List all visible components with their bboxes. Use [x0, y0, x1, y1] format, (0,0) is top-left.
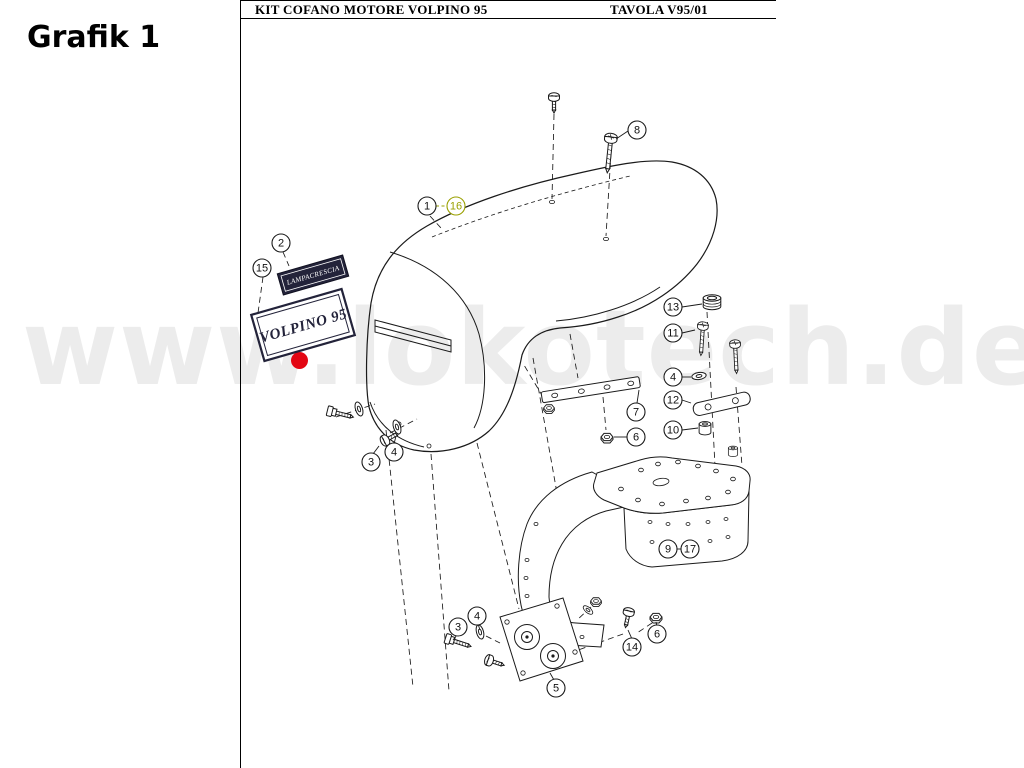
callout-4-right[interactable]: 4	[663, 367, 683, 387]
part-screw-right	[729, 339, 743, 375]
callout-6-lower[interactable]: 6	[647, 624, 667, 644]
callout-3-upper[interactable]: 3	[361, 452, 381, 472]
callout-3-upper-label: 3	[368, 457, 374, 469]
part-nut-plate7	[543, 404, 555, 414]
callout-4-right-label: 4	[670, 372, 676, 384]
callout-8-label: 8	[634, 125, 640, 137]
part-nut-6	[600, 432, 614, 444]
page-title: Grafik 1	[27, 20, 161, 55]
part-bushing-small	[727, 445, 739, 457]
callout-5[interactable]: 5	[546, 678, 566, 698]
part-screw-14	[619, 606, 636, 630]
panel-left-border	[240, 0, 241, 768]
part-hood	[365, 160, 718, 453]
watermark-text: www.lokotech.de	[22, 287, 1024, 409]
part-washer-4-lower	[474, 623, 486, 641]
callout-10[interactable]: 10	[663, 420, 683, 440]
callout-13-label: 13	[667, 302, 679, 314]
callout-1[interactable]: 1	[417, 196, 437, 216]
part-screw-11	[695, 321, 709, 357]
callout-6-lower-label: 6	[654, 629, 660, 641]
callout-1-label: 1	[424, 201, 430, 213]
badge-lampacrescia: LAMPACRESCIA	[276, 254, 350, 296]
callout-2[interactable]: 2	[271, 233, 291, 253]
callout-8[interactable]: 8	[627, 120, 647, 140]
part-screw-plate5	[482, 653, 507, 671]
callout-6-mid[interactable]: 6	[626, 427, 646, 447]
part-washer-upper	[352, 400, 366, 418]
header-divider	[240, 18, 776, 19]
callout-15-label: 15	[256, 263, 268, 275]
part-plate-7	[540, 376, 641, 404]
callout-16[interactable]: 16	[446, 196, 466, 216]
kit-title: KIT COFANO MOTORE VOLPINO 95	[255, 2, 488, 17]
part-washer-4-right	[690, 371, 708, 381]
callout-13[interactable]: 13	[663, 297, 683, 317]
part-screw-top	[548, 92, 560, 114]
callout-17-label: 17	[684, 544, 696, 556]
callout-4-lower[interactable]: 4	[467, 606, 487, 626]
callout-11[interactable]: 11	[663, 323, 683, 343]
callout-14[interactable]: 14	[622, 637, 642, 657]
callout-3-lower[interactable]: 3	[448, 617, 468, 637]
callout-12-label: 12	[667, 395, 679, 407]
callout-2-label: 2	[278, 238, 284, 250]
panel-top-border	[240, 0, 776, 1]
tavola-label: TAVOLA V95/01	[610, 2, 708, 17]
callout-9-label: 9	[665, 544, 671, 556]
callout-16-label: 16	[450, 201, 462, 213]
callout-3-lower-label: 3	[455, 622, 461, 634]
callout-4-lower-label: 4	[474, 611, 480, 623]
part-washer-4-upper	[390, 418, 404, 436]
callout-9[interactable]: 9	[658, 539, 678, 559]
callout-12[interactable]: 12	[663, 390, 683, 410]
callout-5-label: 5	[553, 683, 559, 695]
part-grommet-13	[702, 294, 722, 311]
part-plate-12	[692, 391, 751, 416]
callout-10-label: 10	[667, 425, 679, 437]
callout-4-upper-label: 4	[391, 447, 397, 459]
watermark-dot-icon	[291, 352, 308, 369]
part-nut-mid	[590, 597, 602, 607]
callout-7[interactable]: 7	[626, 402, 646, 422]
badge-volpino: VOLPINO 95	[249, 287, 357, 363]
part-bushing-10	[698, 421, 712, 436]
callout-7-label: 7	[633, 407, 639, 419]
callout-4-upper[interactable]: 4	[384, 442, 404, 462]
callout-6-mid-label: 6	[633, 432, 639, 444]
callout-15[interactable]: 15	[252, 258, 272, 278]
callout-11-label: 11	[667, 328, 678, 340]
callout-17[interactable]: 17	[680, 539, 700, 559]
part-nut-6-lower	[649, 612, 663, 624]
part-bolt-3-upper	[325, 405, 356, 423]
part-plate-5	[499, 597, 584, 682]
callout-14-label: 14	[626, 642, 638, 654]
